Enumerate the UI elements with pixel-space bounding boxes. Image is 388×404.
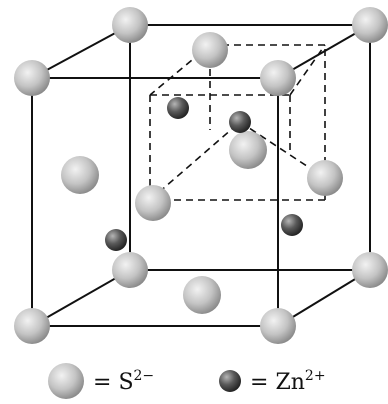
- zn-ion-atom: [281, 214, 303, 236]
- edge-depth-top-left: [31, 24, 131, 79]
- s-ion-atom: [112, 252, 148, 288]
- legend: = S2− = Zn2+: [48, 363, 326, 399]
- zn-ion-atom: [167, 97, 189, 119]
- legend-item-sulfide: = S2−: [48, 363, 154, 399]
- s-ion-atom: [260, 60, 296, 96]
- zn-ion-atom: [105, 229, 127, 251]
- s-ion-atom: [352, 252, 388, 288]
- legend-large-atom-icon: [48, 363, 84, 399]
- s-ion-atom: [352, 7, 388, 43]
- s-ion-atom: [307, 160, 343, 196]
- s-ion-atom: [61, 156, 99, 194]
- s-ion-atom: [112, 7, 148, 43]
- edge-depth-bottom-left: [31, 269, 131, 327]
- s-ion-atom: [135, 185, 171, 221]
- s-ion-atom: [192, 32, 228, 68]
- s-ion-atom: [14, 308, 50, 344]
- s-ion-atom: [229, 131, 267, 169]
- legend-sulfide-label: = S2−: [93, 368, 154, 395]
- s-ion-atom: [260, 308, 296, 344]
- s-ion-atom: [14, 60, 50, 96]
- legend-small-atom-icon: [219, 370, 241, 392]
- s-ion-atom: [183, 276, 221, 314]
- zinc-ions: [105, 97, 303, 251]
- legend-zinc-label: = Zn2+: [250, 368, 326, 395]
- sulfide-ions: [14, 7, 388, 344]
- dashed-edge-10: [149, 121, 241, 201]
- zn-ion-atom: [229, 111, 251, 133]
- legend-item-zinc: = Zn2+: [219, 368, 326, 395]
- dashed-edge-7: [289, 44, 326, 96]
